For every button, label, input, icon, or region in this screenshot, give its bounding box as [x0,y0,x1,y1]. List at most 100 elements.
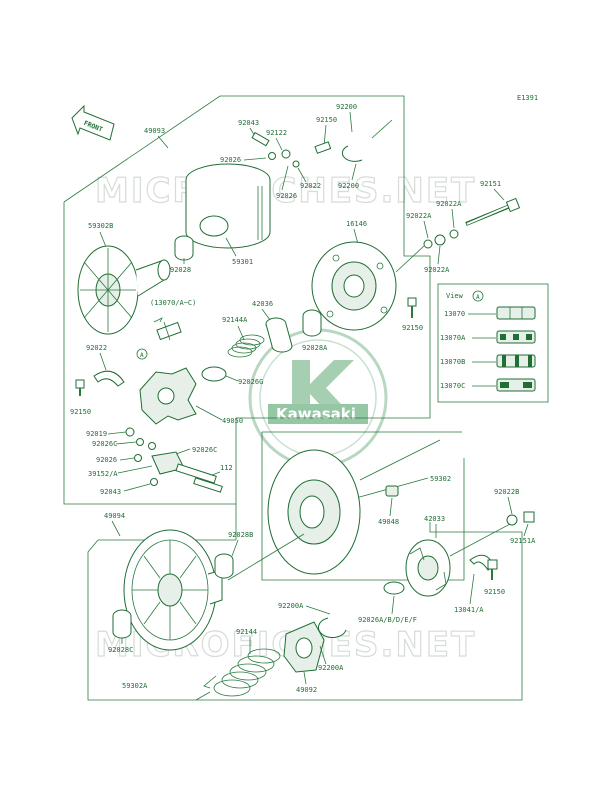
washer-92022 [292,160,300,168]
view-item-label: 13070 [444,310,465,318]
label-92022b: 92022 [86,344,107,352]
view-a-box [437,283,549,403]
label-39152: 39152/A [88,470,118,478]
view-item-label: 13070A [440,334,466,342]
label-49092: 49092 [296,686,317,694]
label-92200a1: 92200A [278,602,304,610]
callout-a-text: A [140,352,144,359]
bushing-92028a [302,309,322,337]
drive-cover-59301 [185,163,271,249]
collar-42036 [265,317,293,353]
drive-assembly-outline [63,95,431,505]
label-49093: 49093 [144,127,165,135]
diagram-id: E1391 [517,94,538,102]
view-item-13070: 13070 [444,306,536,320]
label-92144: 92144 [236,628,257,636]
label-59301: 59301 [232,258,253,266]
label-92026g: 92026G [238,378,263,386]
bolt-92150-d [487,559,498,580]
label-92151: 92151 [480,180,501,188]
front-arrow-icon: FRONT [71,104,115,141]
oring-92026g [201,366,227,382]
roller-13070-icon [156,321,182,341]
label-13041: 13041/A [454,606,484,614]
bolt-92150-b [407,297,417,318]
arrow-13070 [153,317,163,323]
callout-a-circle [136,348,148,360]
bolt-92151a [523,511,535,523]
label-92150a: 92150 [316,116,337,124]
label-92026a: 92026 [220,156,241,164]
label-92150b: 92150 [402,324,423,332]
label-13070-group: (13070/A~C) [150,299,196,307]
washer-92022a1 [423,239,433,249]
label-59302a: 59302A [122,682,148,690]
label-92150c: 92150 [70,408,91,416]
washer-92026c-b [148,442,156,450]
label-92022a: 92022 [300,182,321,190]
washer-92022a2 [434,234,446,246]
label-92026c2: 92026C [192,446,217,454]
spring-92144a [227,334,265,358]
label-92026c1: 92026C [92,440,117,448]
spider-49050 [139,367,197,425]
bushing-92028b [214,553,234,579]
washer-92026abdef [383,581,405,595]
label-59302b: 59302B [88,222,113,230]
moveable-sheave-outline [261,432,465,581]
washer-92022b [506,514,518,526]
view-title: View [446,292,464,300]
brand-text: Kawasaki [276,405,356,423]
ramp-49092 [283,621,325,673]
label-92200b: 92200 [338,182,359,190]
kawasaki-logo: Kawasaki [248,328,388,468]
label-92022a2: 92022A [436,200,462,208]
label-59302: 59302 [430,475,451,483]
label-42033: 42033 [424,515,445,523]
washer-92019 [125,427,135,437]
bushing-92028c [112,609,132,639]
view-item-13070c: 13070C [440,378,536,392]
view-item-13070a: 13070A [440,330,536,344]
view-ref-circle [472,290,484,302]
bolt-92150 [314,141,332,154]
label-112: 112 [220,464,233,472]
watermark-top: MICROFICHES.NET [95,171,476,211]
label-92150d: 92150 [484,588,505,596]
label-92026abdef: 92026A/B/D/E/F [358,616,417,624]
view-item-label: 13070C [440,382,465,390]
label-92022a1: 92022A [406,212,432,220]
snap-ring-92200a [317,617,347,638]
label-92028b: 92028B [228,531,253,539]
pin-92043 [251,131,270,147]
fixed-sheave-59302b [77,245,171,335]
label-92022a3: 92022A [424,266,450,274]
label-16146: 16146 [346,220,367,228]
label-49050: 49050 [222,417,243,425]
long-bolt-92151 [465,197,521,226]
label-49094: 49094 [104,512,125,520]
view-ref: A [476,294,480,301]
pin-112 [175,463,217,484]
label-92200a2: 92200A [318,664,344,672]
label-92028a: 92028A [302,344,328,352]
moveable-sheave-59302 [267,449,361,575]
washer-92122 [281,149,291,159]
cam-42033 [405,539,451,597]
washer-92026a [268,152,276,160]
washer-92026 [134,454,142,462]
bolt-weight [193,477,223,493]
snap-ring-92200 [341,145,363,162]
label-92043a: 92043 [238,119,259,127]
label-92151a: 92151A [510,537,536,545]
spider-plate-16146 [311,241,397,331]
label-92028: 92028 [170,266,191,274]
view-item-label: 13070B [440,358,465,366]
label-92026c: 92026 [96,456,117,464]
label-49048: 49048 [378,518,399,526]
label-92028c: 92028C [108,646,133,654]
label-92022b-up: 92022B [494,488,519,496]
slider-49048 [385,485,399,497]
bushing-92028 [174,235,194,261]
driven-assembly-outline [87,522,523,701]
